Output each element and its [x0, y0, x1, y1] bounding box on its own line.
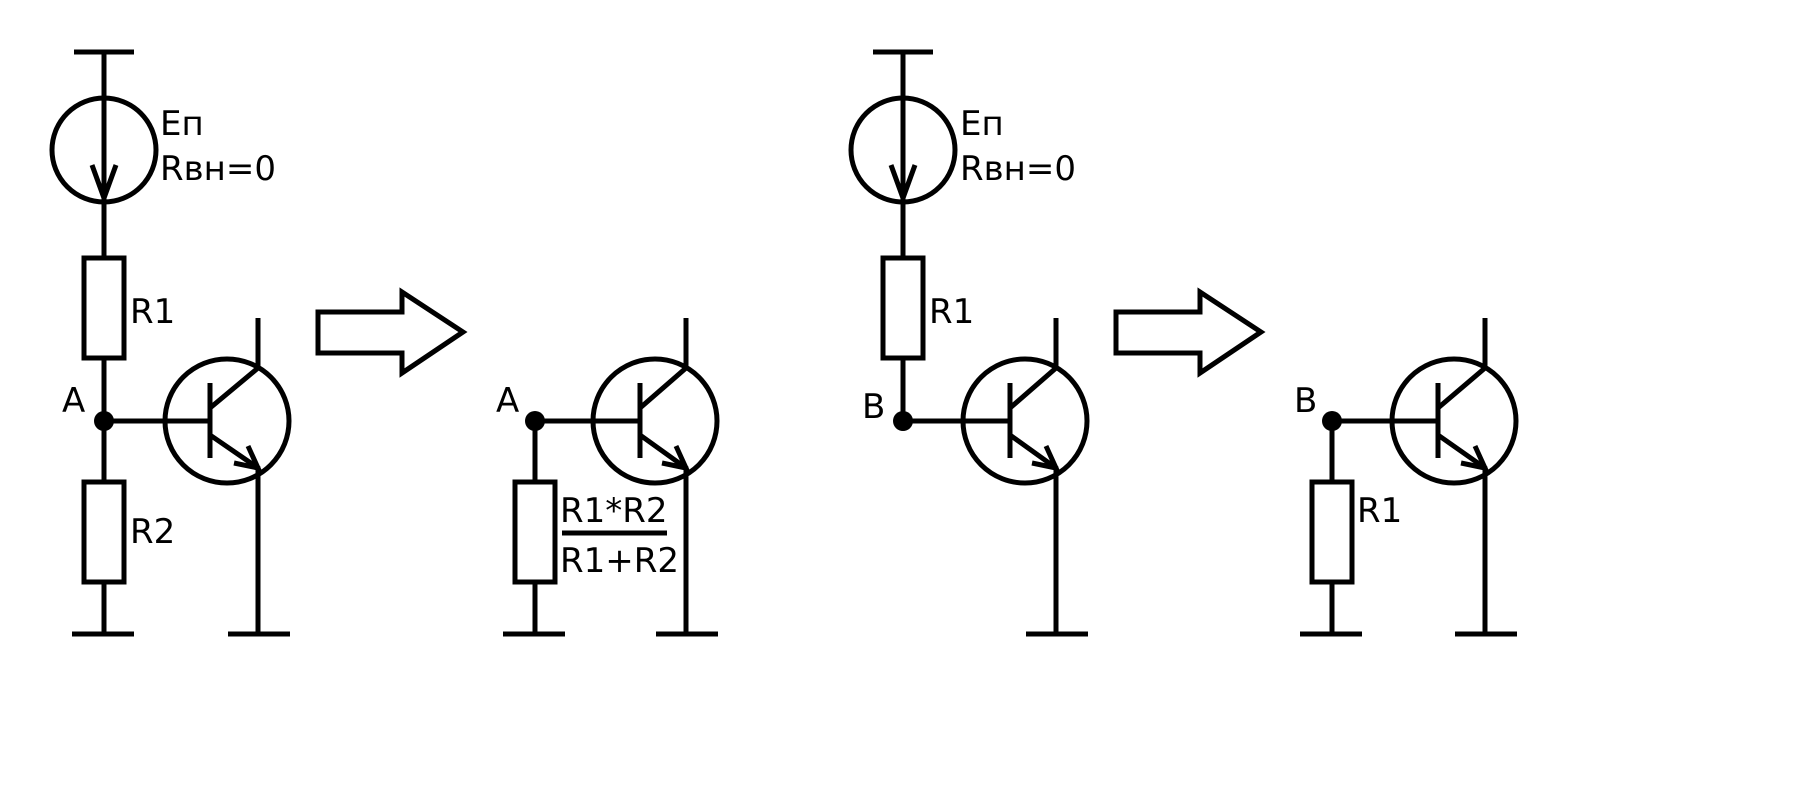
- transform-arrow-icon: [1113, 287, 1266, 378]
- resistor-r1: [81, 255, 127, 361]
- resistor-r1-label: R1: [130, 292, 175, 332]
- resistor-r2-label: R2: [130, 512, 175, 552]
- circuit-single-equivalent: B R1: [1294, 318, 1519, 637]
- source-arrow-icon: [89, 164, 119, 206]
- source-name-label: Еп: [160, 104, 204, 144]
- resistor-r1: [880, 255, 926, 361]
- transistor-circle: [162, 356, 292, 486]
- resistor-eq-numerator: R1*R2: [560, 491, 668, 531]
- emitter-arrow-icon: [1460, 444, 1490, 472]
- transistor-collector: [1436, 318, 1488, 410]
- resistor-r1: [1309, 479, 1355, 585]
- resistor-equivalent: [512, 479, 558, 585]
- resistor-r1-label: R1: [1357, 491, 1402, 531]
- node-label: B: [862, 387, 885, 427]
- source-resistance-label: Rвн=0: [160, 149, 276, 189]
- resistor-r2: [81, 479, 127, 585]
- transform-arrow-icon: [315, 287, 468, 378]
- resistor-r1-label: R1: [929, 292, 974, 332]
- node-label: A: [496, 381, 519, 421]
- emitter-arrow-icon: [233, 444, 263, 472]
- transistor-circle: [960, 356, 1090, 486]
- node-label: A: [62, 381, 85, 421]
- transistor-collector: [1008, 318, 1059, 410]
- source-name-label: Еп: [960, 104, 1004, 144]
- circuit-source-single: Еп Rвн=0 R1 B: [848, 49, 1090, 637]
- transistor-collector: [208, 318, 261, 410]
- resistor-eq-denominator: R1+R2: [560, 541, 679, 581]
- transistor-circle: [590, 356, 720, 486]
- source-resistance-label: Rвн=0: [960, 149, 1076, 189]
- circuit-divider-equivalent: A R1*R2 R1+R2: [496, 318, 720, 637]
- emitter-arrow-icon: [1031, 444, 1061, 472]
- source-arrow-icon: [888, 164, 918, 206]
- transistor-circle: [1389, 356, 1519, 486]
- node-label: B: [1294, 381, 1317, 421]
- transistor-collector: [638, 318, 689, 410]
- circuit-source-divider: Еп Rвн=0 R1 A R2: [49, 49, 292, 637]
- emitter-arrow-icon: [661, 444, 691, 472]
